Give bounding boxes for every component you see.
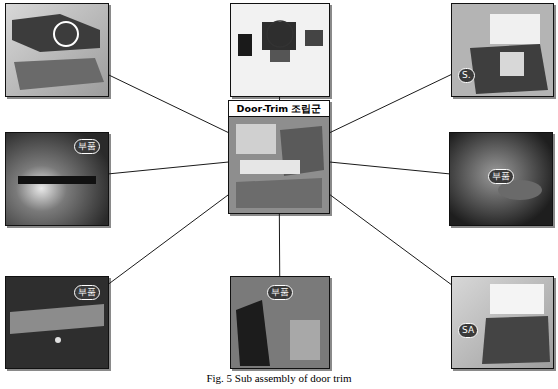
part-photo-box: 부품: [5, 276, 109, 369]
part-shape: [490, 284, 544, 314]
photo-ground: [451, 276, 554, 369]
part-photo-box: SA: [451, 276, 554, 369]
photo-ground: [230, 276, 330, 369]
part-photo-box: 부품: [230, 276, 330, 369]
photo-ground: [451, 3, 554, 97]
part-shape: [236, 300, 270, 366]
photo-top-left: [5, 3, 109, 97]
photo-bottom-left: [5, 276, 109, 369]
part-shape: [240, 160, 300, 174]
photo-ground: [229, 117, 329, 213]
figure-caption: Fig. 5 Sub assembly of door trim: [0, 372, 558, 385]
shadow: [230, 102, 332, 216]
part-shape: [470, 44, 548, 94]
part-photo-box: [230, 3, 330, 97]
part-shape: [14, 58, 104, 90]
part-shape: [270, 50, 290, 62]
photo-top-middle: [230, 3, 330, 97]
part-shape: [305, 30, 323, 46]
part-shape: [236, 178, 322, 208]
part-photo-box: [5, 3, 109, 97]
photo-middle-left: [5, 132, 109, 226]
photo-ground: [5, 132, 109, 226]
photo-bottom-right: [451, 276, 554, 369]
part-shape: [12, 14, 100, 52]
callout-label: 부품: [74, 139, 100, 154]
photo-center: [229, 117, 329, 213]
part-shape: [236, 124, 276, 154]
group-heading: Door-Trim 조립군: [229, 101, 329, 117]
leader-connector: [330, 162, 449, 174]
leader-connector: [109, 195, 228, 284]
part-shape: [482, 316, 550, 364]
highlight-circle: [267, 21, 293, 47]
photo-ground: [5, 276, 109, 369]
callout-label: SA: [458, 323, 478, 338]
part-shape: [10, 304, 104, 334]
photo-ground: [5, 3, 109, 97]
callout-label: S.: [458, 68, 475, 83]
photo-bottom-middle: [230, 276, 330, 369]
callout-label: 부품: [74, 285, 100, 300]
leader-connector: [109, 75, 228, 132]
part-shape: [290, 320, 320, 360]
callout-label: 부품: [267, 285, 293, 300]
leader-connector: [109, 162, 228, 174]
part-shape: [238, 34, 252, 56]
part-photo-box: S.: [451, 3, 554, 97]
assembly-photo-box: Door-Trim 조립군: [228, 100, 330, 214]
photo-ground: [449, 132, 553, 226]
photo-top-right: [451, 3, 554, 97]
part-photo-box: 부품: [449, 132, 553, 226]
leader-connector: [279, 214, 280, 276]
leader-connector: [330, 195, 451, 285]
callout-label: 부품: [488, 169, 514, 184]
photo-middle-right: [449, 132, 553, 226]
part-shape: [55, 337, 61, 343]
part-shape: [500, 52, 524, 76]
part-shape: [262, 22, 296, 50]
leader-connector: [330, 75, 451, 133]
highlight-circle: [54, 22, 78, 46]
part-shape: [490, 14, 540, 44]
part-photo-box: 부품: [5, 132, 109, 226]
photo-ground: [230, 3, 330, 97]
part-shape: [18, 176, 96, 184]
